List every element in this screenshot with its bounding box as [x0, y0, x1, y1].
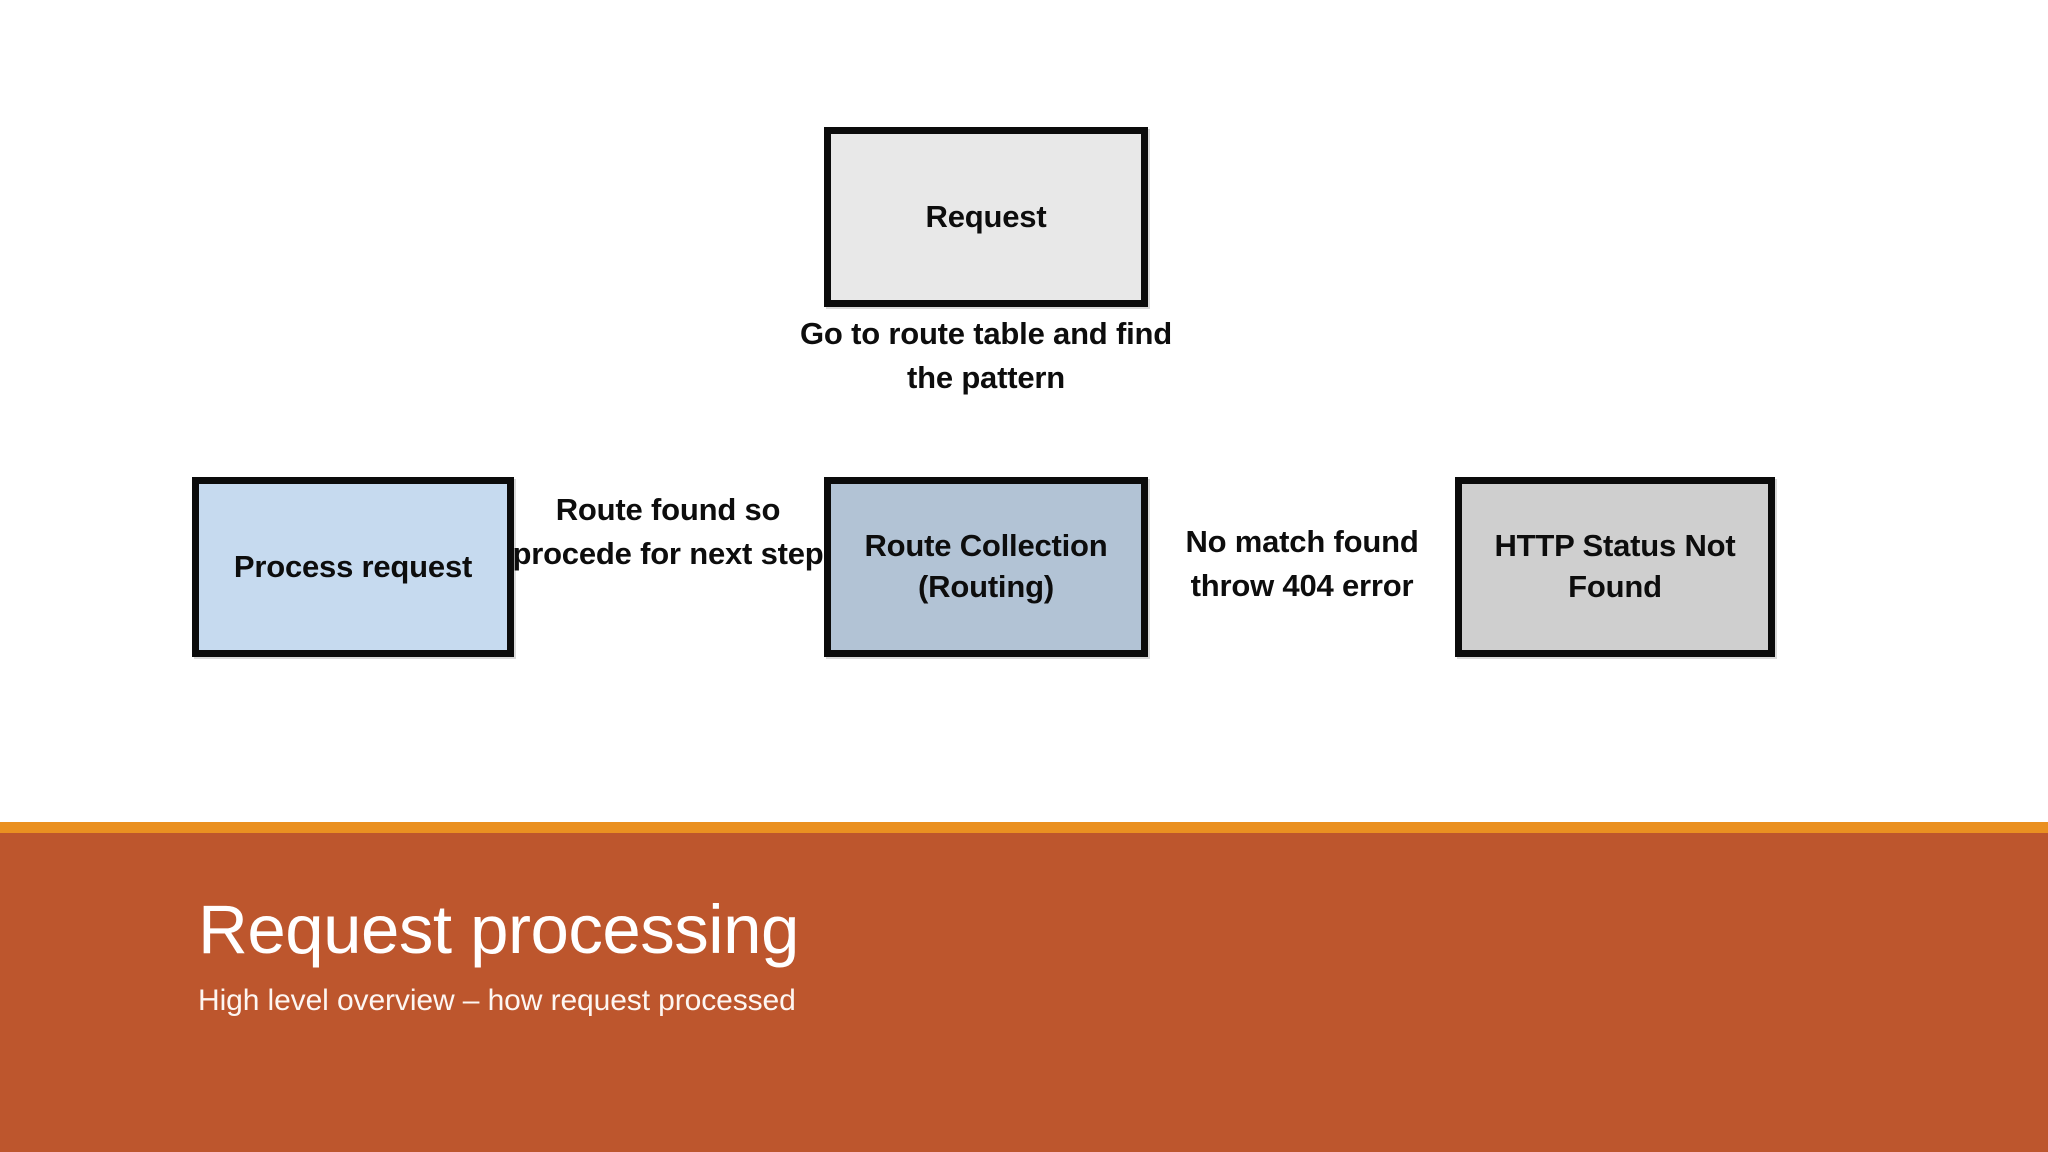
- title-block: Request processing High level overview –…: [198, 891, 1698, 1019]
- flowchart-node-process-request[interactable]: Process request: [192, 477, 514, 657]
- flowchart-node-process-request-label: Process request: [233, 548, 473, 584]
- flowchart-node-http-status-not-found[interactable]: HTTP Status Not Found: [1455, 477, 1775, 657]
- page-title: Request processing: [198, 891, 799, 968]
- banner-accent-stripe: [0, 822, 2048, 833]
- flowchart-node-request[interactable]: Request: [824, 127, 1148, 307]
- flowchart-node-route-collection-label: Route Collection (Routing): [864, 528, 1108, 604]
- page-subtitle: High level overview – how request proces…: [198, 984, 796, 1018]
- slide-footer-banner: [0, 822, 2048, 1152]
- flowchart-node-http-status-not-found-label: HTTP Status Not Found: [1494, 528, 1736, 604]
- flowchart-node-route-collection[interactable]: Route Collection (Routing): [824, 477, 1148, 657]
- edge-label-routing-to-process: Route found so procede for next step: [512, 492, 824, 572]
- flowchart-node-request-label: Request: [925, 198, 1047, 234]
- edge-label-request-to-routing: Go to route table and find the pattern: [800, 316, 1172, 396]
- banner-body: [0, 833, 2048, 1152]
- edge-label-routing-to-404: No match found throw 404 error: [1185, 524, 1419, 604]
- request-processing-flowchart: Request Go to route table and find the p…: [192, 127, 1775, 657]
